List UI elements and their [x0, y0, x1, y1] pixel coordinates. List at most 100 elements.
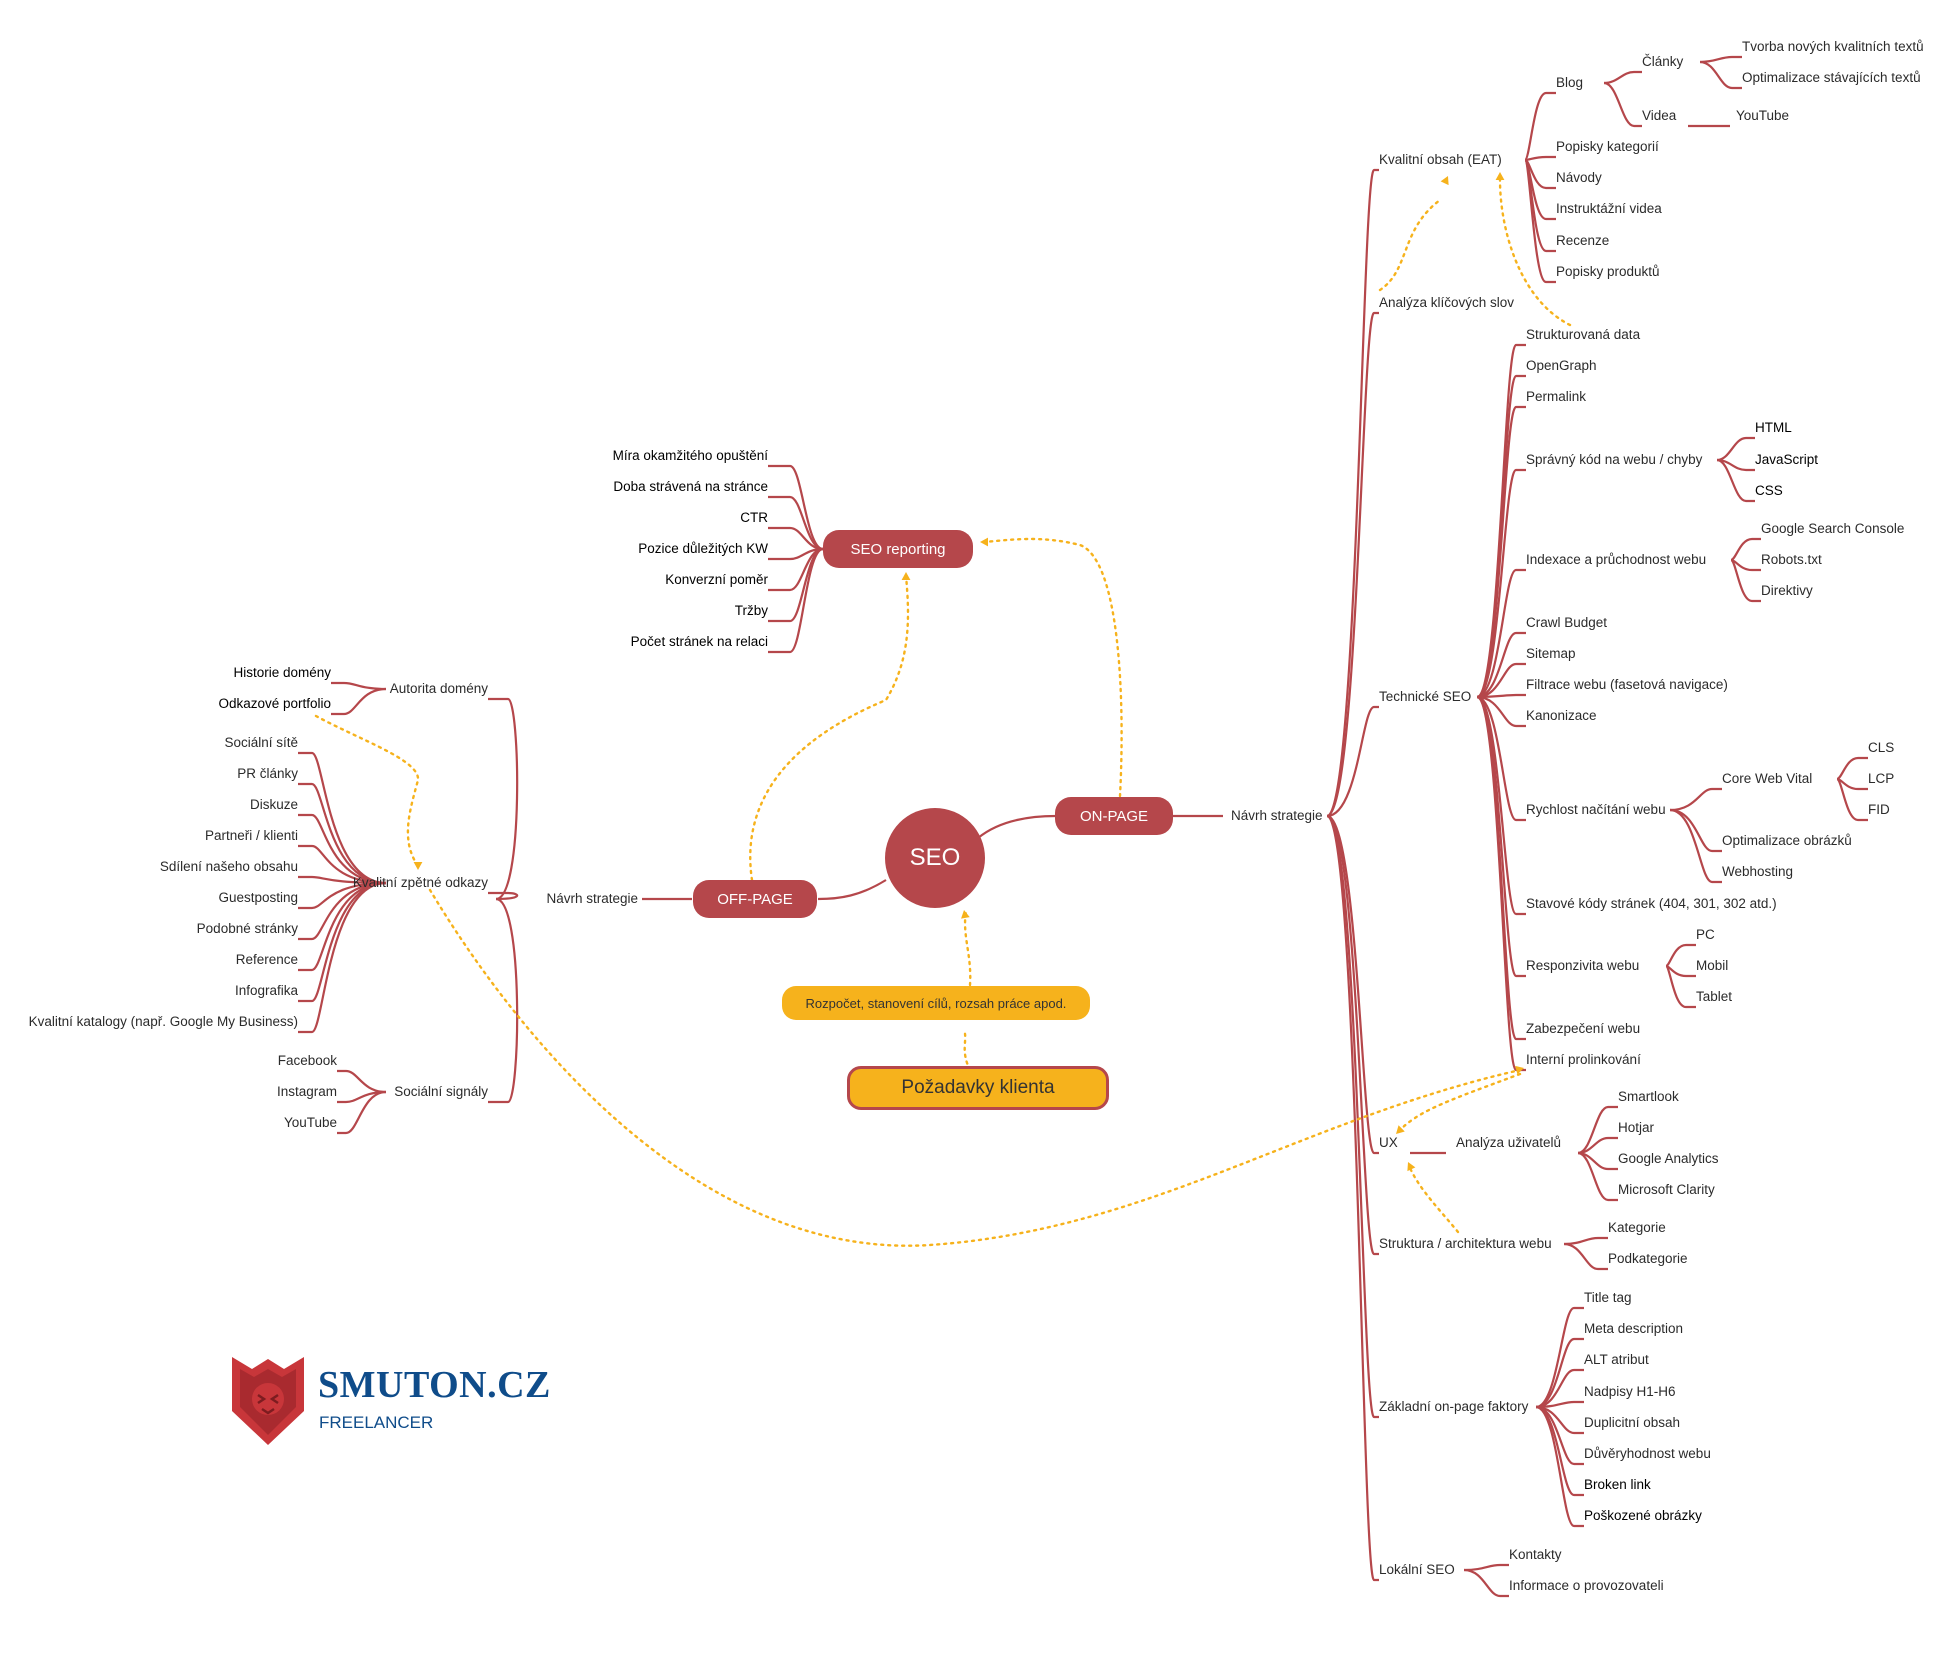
seo-center-node[interactable]: SEO [885, 808, 985, 908]
dotted-connector [1498, 178, 1572, 327]
analyza-item: Smartlook [1618, 1089, 1679, 1104]
branch-connector [1476, 405, 1526, 699]
arrowhead [1515, 1065, 1524, 1075]
index-item: Robots.txt [1761, 552, 1822, 567]
branch-connector [1835, 777, 1868, 822]
branch-connector [1729, 558, 1761, 603]
zaklad-item: Nadpisy H1-H6 [1584, 1384, 1676, 1399]
branch-connector [337, 1069, 387, 1094]
signaly-item: YouTube [283, 1115, 337, 1130]
responz-item: PC [1696, 927, 1715, 942]
branch-connector [331, 681, 387, 691]
seo-reporting-hub[interactable]: SEO reporting [823, 530, 973, 568]
struktura-label: Struktura / architektura webu [1379, 1236, 1552, 1251]
dotted-connector [1398, 1072, 1522, 1132]
dotted-connector [982, 537, 1123, 798]
branch-connector [1325, 168, 1379, 818]
branch-connector [1326, 705, 1379, 818]
branch-connector [1523, 158, 1556, 284]
branch-connector [1577, 1105, 1618, 1155]
arrowhead [1495, 172, 1505, 180]
branch-connector [1669, 808, 1722, 884]
odkazy-item: Partneři / klienti [204, 828, 298, 843]
branch-connector [1603, 70, 1642, 85]
branch-connector [1535, 1405, 1584, 1528]
clanky-item: Optimalizace stávajících textů [1742, 70, 1921, 85]
zaklad-item: Title tag [1584, 1290, 1632, 1305]
branch-connector [817, 879, 887, 901]
branch-connector [977, 814, 1057, 839]
smuton-logo[interactable]: SMUTON.CZ FREELANCER [230, 1355, 560, 1455]
branch-connector [768, 495, 824, 551]
analyza-item: Google Analytics [1618, 1151, 1719, 1166]
branch-connector [1563, 1242, 1608, 1271]
dotted-connector [314, 714, 420, 868]
tech-item: Filtrace webu (fasetová navigace) [1526, 677, 1728, 692]
odkazy-item: Podobné stránky [196, 921, 298, 936]
odkazy-item: Guestposting [218, 890, 298, 905]
reporting-item: Počet stránek na relaci [630, 634, 768, 649]
lokalni-item: Kontakty [1509, 1547, 1562, 1562]
odkazy-item: Sdílení našeho obsahu [159, 859, 298, 874]
tech-item: Crawl Budget [1526, 615, 1608, 630]
zaklad-label: Základní on-page faktory [1379, 1399, 1529, 1414]
dotted-connector [1378, 198, 1442, 292]
ux-label: UX [1379, 1135, 1398, 1150]
branch-connector [1716, 436, 1755, 462]
analyza-item: Hotjar [1618, 1120, 1655, 1135]
dotted-connector [1408, 1166, 1460, 1234]
branch-connector [1664, 964, 1696, 1009]
branch-connector [1730, 537, 1761, 562]
branch-connector [1326, 311, 1379, 818]
branch-connector [298, 751, 387, 885]
dotted-connector [749, 574, 910, 882]
branch-connector [1535, 1306, 1584, 1409]
lokalni-item: Informace o provozovateli [1509, 1578, 1664, 1593]
klicova-slova-label: Analýza klíčových slov [1379, 295, 1515, 310]
branch-connector [1665, 943, 1696, 968]
reporting-item: Míra okamžitého opuštění [612, 448, 768, 463]
onpage-strategy-label: Návrh strategie [1231, 808, 1323, 823]
branch-connector [298, 881, 387, 1034]
logo-subtitle: FREELANCER [319, 1413, 434, 1432]
obsah-item: Návody [1556, 170, 1602, 185]
arrowhead [1407, 1162, 1416, 1172]
zaklad-item: Meta description [1584, 1321, 1684, 1336]
cwv-item: CLS [1868, 740, 1895, 755]
branch-connector [488, 897, 519, 1104]
client-requirements-node[interactable]: Požadavky klienta [847, 1066, 1109, 1110]
tech-item: Strukturovaná data [1526, 327, 1641, 342]
branch-connector [1463, 1568, 1509, 1598]
branch-connector [488, 697, 519, 901]
kod-label: Správný kód na webu / chyby [1526, 452, 1703, 467]
index-item: Google Search Console [1761, 521, 1905, 536]
videa-label: Videa [1642, 108, 1677, 123]
offpage-strategy-label: Návrh strategie [546, 891, 638, 906]
rychlost-item: Webhosting [1722, 864, 1794, 879]
logo-title: SMUTON.CZ [318, 1364, 551, 1406]
onpage-hub[interactable]: ON-PAGE [1055, 797, 1173, 835]
tech-item: Permalink [1526, 389, 1587, 404]
offpage-hub[interactable]: OFF-PAGE [693, 880, 817, 918]
odkazy-item: PR články [237, 766, 298, 781]
branch-connector [298, 881, 387, 1003]
odkazy-item: Sociální sítě [224, 735, 298, 750]
branch-connector [1476, 631, 1526, 699]
offpage-odkazy-label: Kvalitní zpětné odkazy [352, 875, 488, 890]
branch-connector [1577, 1151, 1618, 1202]
odkazy-item: Diskuze [249, 797, 298, 812]
reporting-item: Pozice důležitých KW [638, 541, 768, 556]
clanky-item: Tvorba nových kvalitních textů [1742, 39, 1924, 54]
branch-connector [337, 1090, 387, 1135]
lokalni-label: Lokální SEO [1379, 1562, 1455, 1577]
cwv-label: Core Web Vital [1722, 771, 1813, 786]
branch-connector [1716, 458, 1755, 503]
arrowhead [961, 910, 970, 919]
zaklad-item: Důvěryhodnost webu [1584, 1446, 1711, 1461]
branch-connector [1699, 60, 1742, 90]
arrowhead [980, 537, 988, 547]
tech-item: Stavové kódy stránek (404, 301, 302 atd.… [1526, 896, 1777, 911]
rychlost-label: Rychlost načítání webu [1526, 802, 1666, 817]
branch-connector [1535, 1337, 1584, 1409]
budget-node[interactable]: Rozpočet, stanovení cílů, rozsah práce a… [782, 986, 1090, 1020]
